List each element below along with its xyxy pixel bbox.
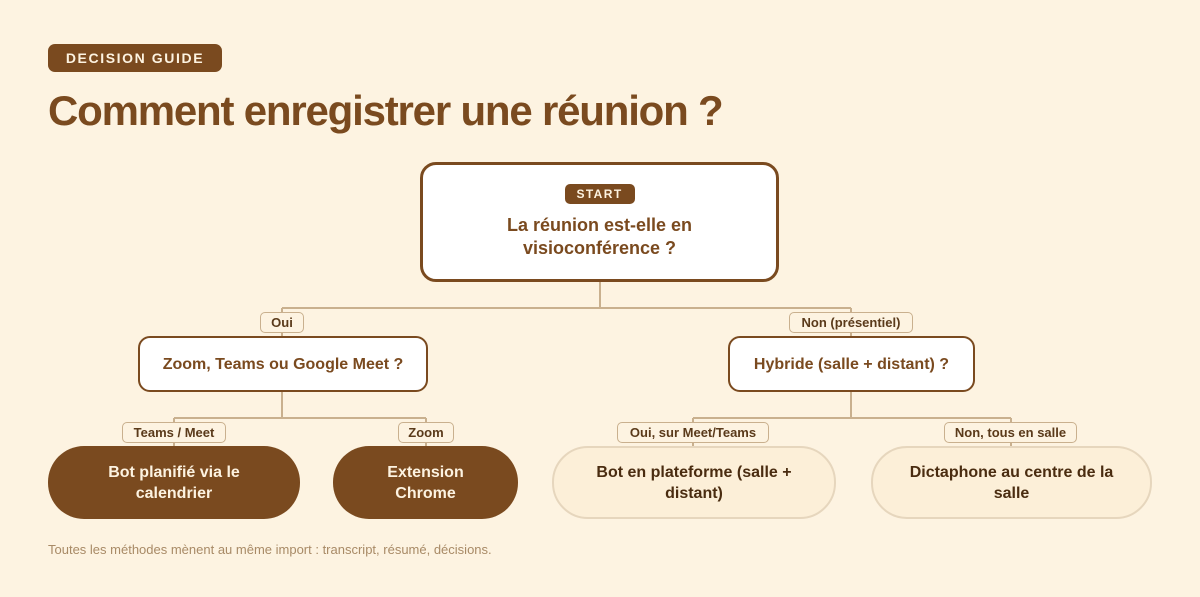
footer-note: Toutes les méthodes mènent au même impor… <box>48 542 492 557</box>
question-platform-text: Zoom, Teams ou Google Meet ? <box>162 355 404 373</box>
question-node-platform: Zoom, Teams ou Google Meet ? <box>138 336 428 392</box>
outcome-dictaphone: Dictaphone au centre de la salle <box>871 446 1152 519</box>
outcome-plateforme-line1: Bot en plateforme (salle + <box>596 463 792 481</box>
branch-label-teams-meet: Teams / Meet <box>122 422 226 443</box>
outcome-extension-chrome: Extension Chrome <box>333 446 518 519</box>
question-node-hybrid: Hybride (salle + distant) ? <box>728 336 975 392</box>
page-title: Comment enregistrer une réunion ? <box>48 87 724 134</box>
branch-label-non-tous-en-salle: Non, tous en salle <box>944 422 1077 443</box>
outcome-dictaphone-line1: Dictaphone au centre de la <box>909 463 1114 481</box>
branch-label-zoom: Zoom <box>398 422 454 443</box>
outcome-extension-line2: Chrome <box>395 484 456 502</box>
outcome-bot-calendrier: Bot planifié via le calendrier <box>48 446 300 519</box>
decision-guide-badge: DECISION GUIDE <box>48 44 222 72</box>
branch-label-non: Non (présentiel) <box>789 312 913 333</box>
start-node: START La réunion est-elle en visioconfér… <box>420 162 779 282</box>
branch-label-oui: Oui <box>260 312 304 333</box>
outcome-plateforme-line2: distant) <box>665 484 723 502</box>
start-question-line1: La réunion est-elle en <box>506 215 693 235</box>
branch-label-oui-sur-meet-teams: Oui, sur Meet/Teams <box>617 422 769 443</box>
outcome-bot-line1: Bot planifié via le <box>108 463 240 481</box>
outcome-bot-line2: calendrier <box>135 484 213 502</box>
outcome-dictaphone-line2: salle <box>993 484 1030 502</box>
outcome-extension-line1: Extension <box>387 463 464 481</box>
start-tag: START <box>564 184 635 204</box>
start-question-line2: visioconférence ? <box>522 238 677 258</box>
outcome-bot-plateforme: Bot en plateforme (salle + distant) <box>552 446 836 519</box>
question-hybrid-text: Hybride (salle + distant) ? <box>753 355 950 373</box>
